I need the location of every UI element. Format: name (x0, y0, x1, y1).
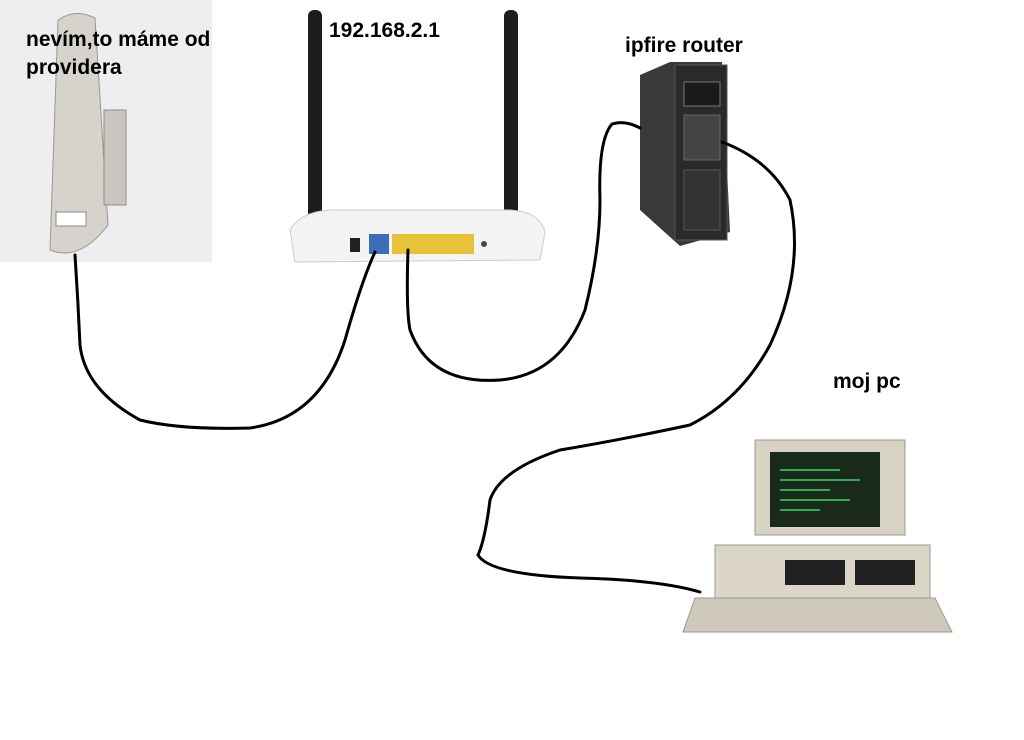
ipfire-label: ipfire router (625, 34, 743, 57)
cable-router-ipfire (405, 121, 642, 382)
cable-ipfire-pc (476, 140, 796, 594)
lan-ports (392, 234, 474, 254)
retro-pc (682, 439, 953, 633)
cables (73, 121, 796, 594)
antenna-label: nevím,to máme od providera (26, 28, 211, 79)
server-tower (640, 62, 730, 246)
pc-label: moj pc (833, 370, 901, 393)
router-ip-label: 192.168.2.1 (329, 19, 440, 42)
wifi-router (289, 10, 546, 263)
cable-antenna-router (73, 250, 377, 430)
outdoor-antenna (49, 13, 127, 254)
wan-port (369, 234, 389, 254)
